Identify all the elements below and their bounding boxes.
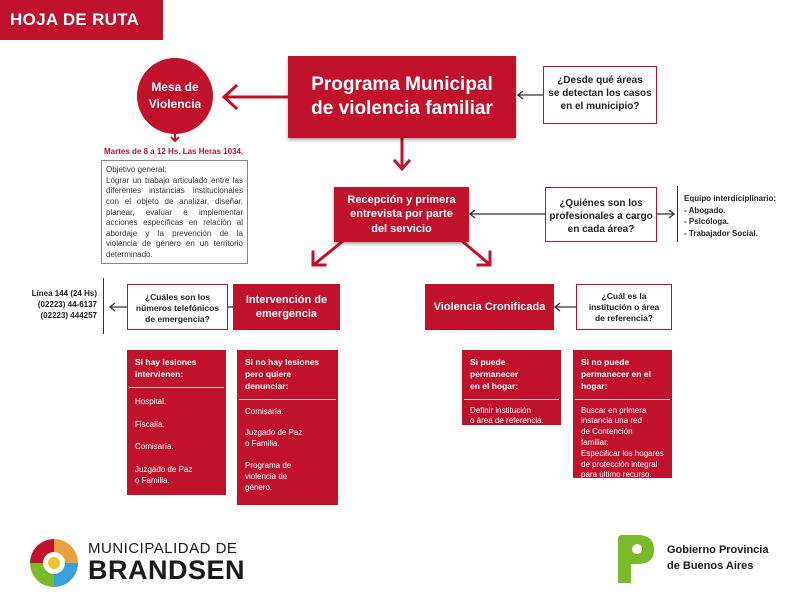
panel-item: Programa de [245,461,292,471]
panel-item: de protección integral [581,459,658,469]
programa-line1: Programa Municipal [311,74,493,96]
cronificada-label: Violencia Cronificada [433,301,546,313]
gob-line1: Gobierno Provincia [667,544,769,556]
arrow-recepcion-intervencion [313,238,346,266]
objetivo-box: Objetivo general: Lograr un trabajo arti… [101,160,248,264]
panel-item: para último recurso. [581,470,652,480]
question-telefonos: ¿Cuáles son los números telefónicos de e… [127,284,228,330]
linea-line2: (02223) 44-6137 [37,300,97,310]
panel-item: instancia una red [581,416,642,426]
q-areas-line2: se detectan los casos [548,88,652,99]
question-referencia: ¿Cuál es la institución o área de refere… [576,284,672,330]
recepcion-node[interactable]: Recepción y primera entrevista por parte… [334,187,469,242]
panel-no-lesiones: Si no hay lesiones pero quiere denunciar… [237,350,338,505]
question-profesionales: ¿Quiénes son los profesionales a cargo e… [545,187,657,242]
panel-item: Definir institución [470,405,531,415]
interv-line2: emergencia [255,308,318,320]
recepcion-line2: entrevista por parte [350,208,453,221]
linea-line3: (02223) 444257 [40,311,98,321]
arrowhead-cronificada [476,250,492,267]
panel-item: o área de referencia. [470,416,544,426]
panel-no-permanecer: Si no puede permanecer en el hogar: Busc… [573,350,672,480]
page-title: HOJA DE RUTA [0,0,163,40]
recepcion-line1: Recepción y primera [347,194,456,207]
arrow-recepcion-cronificada [459,238,491,266]
provincia-logo-icon [618,535,654,583]
panel-heading: hogar: [581,380,608,391]
intervencion-node[interactable]: Intervención de emergencia [233,284,340,330]
panel-heading: Si puede permanecer [470,357,519,379]
panel-heading: permanecer en el [581,368,651,379]
muni-line2: BRANDSEN [88,555,246,585]
mesa-line1: Mesa de [151,79,199,94]
q-tel-line1: ¿Cuáles son los [144,292,211,302]
panel-item: o Familia. [135,475,170,485]
panel-lesiones: Si hay lesiones intervienen: Hospital. F… [127,350,226,495]
mesa-line2: Violencia [148,97,202,111]
horario-text: Martes de 8 a 12 Hs. Las Heras 1034. [104,147,244,156]
panel-heading: pero quiere [245,368,292,379]
q-tel-line3: de emergencia? [145,314,210,325]
panel-heading: en el hogar: [470,380,519,391]
panel-item: género. [245,482,273,492]
linea-emergencia-box: Línea 144 (24 Hs) (02223) 44-6137 (02223… [28,278,104,334]
programa-node[interactable]: Programa Municipal de violencia familiar [288,56,516,138]
arrowhead-mesa [221,83,239,111]
question-areas: ¿Desde qué áreas se detectan los casos e… [543,66,657,124]
q-ref-line3: de referencia? [594,313,654,324]
recepcion-line3: del servicio [371,222,432,235]
q-prof-line2: profesionales a cargo [549,211,653,222]
muni-line1: MUNICIPALIDAD DE [88,540,238,557]
brandsen-logo-icon [30,539,78,587]
objetivo-text: Lograr un trabajo articulado entre las d… [106,175,243,259]
panel-item: familiar. [581,438,609,448]
panel-item: Comisaría. [245,406,284,416]
panel-item: de Contención [581,427,633,437]
objetivo-title: Objetivo general: [106,165,167,174]
panel-heading: Si no hay lesiones [245,357,320,367]
panel-item: violencia de [245,471,288,481]
q-prof-line3: en cada área? [567,224,635,235]
equipo-item: - Psicóloga. [684,217,729,227]
panel-item: Juzgado de Paz [245,428,303,438]
panel-item: Fiscalía. [135,419,165,429]
brandsen-logo-text: MUNICIPALIDAD DE BRANDSEN [88,540,245,584]
programa-line2: de violencia familiar [311,98,493,119]
q-ref-line2: institución o área [588,302,660,313]
interv-line1: Intervención de [245,293,328,306]
panel-item: Comisaría. [135,442,174,452]
equipo-item: - Trabajador Social. [684,228,758,238]
arrowhead-recepcion [392,158,412,172]
panel-heading: intervienen: [135,368,184,379]
linea-line1: Línea 144 (24 Hs) [31,289,97,298]
equipo-title: Equipo interdiciplinario: [684,194,776,203]
q-ref-line1: ¿Cuál es la [601,291,647,301]
panel-heading: Si hay lesiones [135,357,197,367]
panel-item: Buscar en primera [581,405,647,415]
equipo-box: Equipo interdiciplinario: - Abogado. - P… [677,186,797,242]
gobierno-provincia-text: Gobierno Provincia de Buenos Aires [667,543,768,575]
panel-item: Especificar los hogares [581,448,664,458]
q-areas-line3: en el municipio? [560,101,640,112]
arrowhead-intervencion [311,250,327,267]
equipo-item: - Abogado. [684,205,726,215]
panel-item: o Familia. [245,439,280,449]
panel-item: Hospital. [135,396,167,406]
q-tel-line2: números telefónicos [135,303,220,314]
panel-heading: denunciar: [245,380,289,391]
gob-line2: de Buenos Aires [667,559,754,572]
panel-item: Juzgado de Paz [135,465,193,475]
mesa-violencia-node[interactable]: Mesa de Violencia [137,58,213,134]
cronificada-node[interactable]: Violencia Cronificada [425,284,554,330]
panel-permanecer: Si puede permanecer en el hogar: Definir… [462,350,561,425]
panel-heading: Si no puede [581,357,630,367]
q-prof-line1: ¿Quiénes son los [559,198,643,209]
q-areas-line1: ¿Desde qué áreas [557,75,643,86]
